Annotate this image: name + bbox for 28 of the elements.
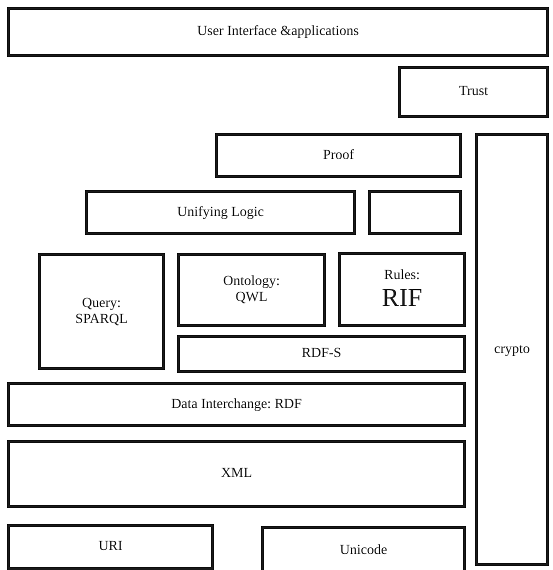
layer-box <box>7 7 549 57</box>
layer-box <box>368 190 462 235</box>
layer-label: Rules: <box>384 268 420 284</box>
layer-label: Query: SPARQL <box>74 296 129 328</box>
layer-label: Ontology: QWL <box>222 274 281 306</box>
layer-box <box>7 382 466 427</box>
layer-box <box>7 524 214 570</box>
layer-box <box>398 66 549 118</box>
layer-box <box>215 133 462 178</box>
layer-label: Data Interchange: RDF <box>171 396 302 412</box>
layer-label: Unicode <box>340 542 388 558</box>
layer-label: RDF-S <box>302 346 342 362</box>
layer-subtitle: RIF <box>382 284 422 312</box>
layer-label: crypto <box>494 342 530 358</box>
layer-label: Proof <box>322 148 354 164</box>
layer-box <box>177 335 466 373</box>
layer-label: XML <box>220 466 252 482</box>
layer-box <box>85 190 356 235</box>
layer-label: User Interface &applications <box>197 24 359 40</box>
layer-box <box>338 252 466 327</box>
layer-box <box>38 253 165 370</box>
layer-label: URI <box>98 539 123 555</box>
layer-box <box>7 440 466 508</box>
layer-label: Unifying Logic <box>177 204 264 220</box>
layer-box <box>261 526 466 570</box>
layer-box <box>177 253 326 327</box>
layer-column <box>475 133 549 566</box>
layer-label: Trust <box>458 84 488 100</box>
